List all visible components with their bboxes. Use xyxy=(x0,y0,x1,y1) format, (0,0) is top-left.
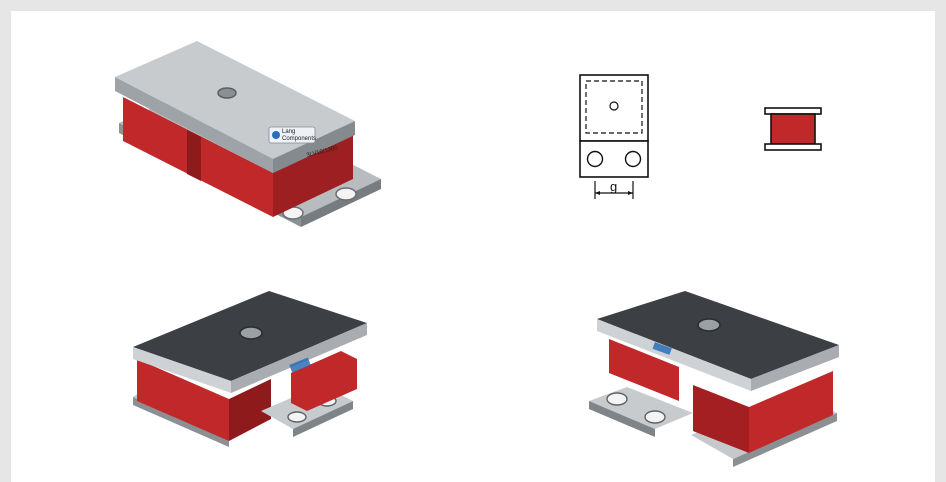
mounting-hole-icon xyxy=(287,411,307,423)
product-photo-front-left xyxy=(133,291,367,447)
mounting-hole-icon xyxy=(335,187,357,201)
product-photo-angled: Lang Components 3LV10/1200 xyxy=(115,41,381,227)
schematic-side-view xyxy=(764,107,822,151)
logo-sticker xyxy=(289,357,311,373)
schematic-front-view: g xyxy=(579,74,649,199)
base-plate-outline xyxy=(764,143,822,151)
top-plate-outline xyxy=(764,107,822,115)
gap-label: g xyxy=(610,179,617,194)
top-plate xyxy=(597,291,839,379)
mounting-hole-icon xyxy=(606,392,628,406)
threaded-hole-icon xyxy=(239,326,263,340)
threaded-hole-icon xyxy=(697,318,721,332)
rubber-block xyxy=(609,339,679,401)
rubber-block xyxy=(137,359,229,441)
product-panel: Lang Components 3LV10/1200 g xyxy=(11,11,935,482)
threaded-hole-icon xyxy=(217,87,237,99)
rubber-block xyxy=(693,385,749,453)
logo-sticker xyxy=(652,342,672,355)
logo-sticker: Lang Components xyxy=(268,126,316,144)
mounting-hole-icon xyxy=(644,410,666,424)
rubber-element xyxy=(770,113,816,145)
center-hole-icon xyxy=(609,101,619,111)
hidden-outline xyxy=(585,80,643,134)
foot-hole-icon xyxy=(586,150,604,168)
logo-text-line-2: Components xyxy=(282,136,316,142)
logo-text-line-1: Lang xyxy=(282,129,295,135)
product-photo-front-right xyxy=(589,291,839,467)
foot-hole-icon xyxy=(624,150,642,168)
